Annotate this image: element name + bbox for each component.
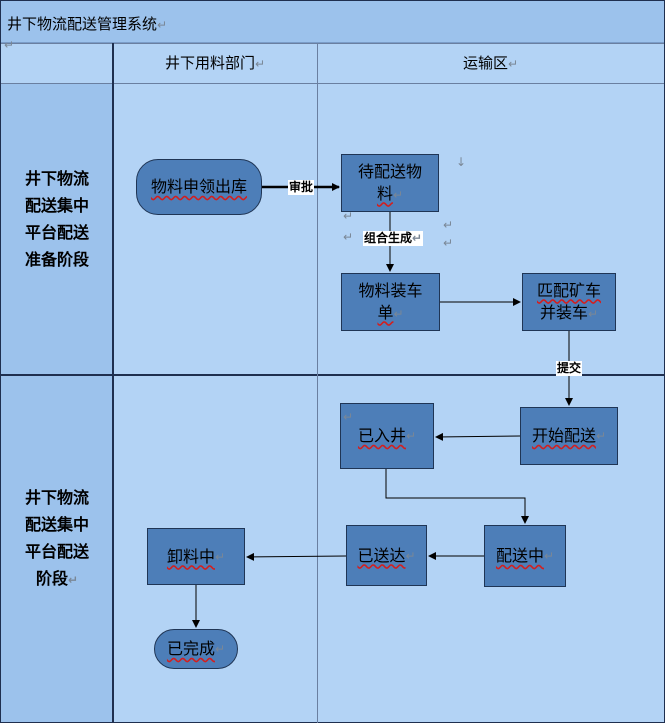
node-material-apply: 物料申领出库 — [136, 159, 262, 215]
node-match-cart: 匹配矿车 并装车↵ — [522, 273, 616, 331]
node-loading-list: 物料装车 单↵ — [341, 273, 440, 331]
phase-delivery-cell — [1, 376, 113, 722]
connector-inwell-to-delivering — [385, 469, 529, 524]
phase-delivery-line-1: 井下物流 — [24, 488, 89, 507]
paragraph-mark-icon: ↵ — [343, 230, 354, 244]
paragraph-mark-icon: ↵ — [67, 573, 79, 587]
node-loading-line-1: 物料装车 — [358, 280, 423, 300]
node-pending-materials: 待配送物 料↵ — [341, 154, 439, 212]
paragraph-mark-icon: ↵ — [543, 549, 555, 563]
phase-prep-line-3: 平台配送 — [24, 223, 89, 242]
node-material-apply-label: 物料申领出库 — [150, 177, 247, 196]
title-divider — [1, 43, 664, 44]
node-delivered: 已送达↵ — [346, 525, 427, 586]
phase-delivery-line-4-text: 阶段 — [35, 569, 68, 588]
connector-start-to-inwell — [435, 432, 521, 441]
phase-delivery-line-2: 配送集中 — [24, 515, 89, 534]
paragraph-mark-icon: ↵ — [4, 38, 15, 52]
node-match-line-2-text: 并装车 — [539, 302, 588, 322]
lane-dept-prep — [113, 83, 317, 374]
node-pending-line-1: 待配送物 — [357, 161, 422, 181]
paragraph-mark-icon: ↵ — [343, 410, 354, 424]
node-loading-line-2-text: 单 — [377, 302, 394, 322]
edge-label-approve: 审批 — [288, 180, 315, 195]
paragraph-mark-icon: ↵ — [412, 231, 423, 245]
phase-prep-cell — [1, 83, 113, 374]
node-unloading: 卸料中↵ — [147, 528, 245, 585]
header-corner-cell — [1, 43, 113, 83]
paragraph-mark-icon: ↵ — [405, 429, 417, 443]
edge-label-combine-text: 组合生成 — [364, 231, 413, 245]
header-divider — [1, 83, 664, 84]
node-start-delivery-label: 开始配送 — [531, 426, 596, 445]
node-in-well: ↵ 已入井↵ — [340, 403, 434, 469]
node-completed: 已完成↵ — [154, 629, 238, 669]
connector-delivered-to-unloading — [246, 552, 347, 561]
node-delivered-label: 已送达 — [357, 545, 406, 565]
node-completed-label: 已完成 — [166, 639, 215, 658]
paragraph-mark-icon: ↵ — [392, 187, 404, 202]
edge-label-combine: 组合生成↵ — [363, 231, 424, 246]
lane-divider — [317, 43, 318, 723]
phase-prep-line-2: 配送集中 — [24, 196, 89, 215]
phase-prep-line-4: 准备阶段 — [24, 250, 89, 269]
paragraph-mark-icon: ↵ — [343, 209, 354, 223]
phase-divider — [1, 374, 664, 376]
node-unloading-label: 卸料中 — [166, 546, 215, 566]
paragraph-mark-icon: ↵ — [214, 549, 226, 564]
node-match-line-2: 并装车↵ — [540, 302, 598, 325]
paragraph-mark-icon: ↵ — [507, 57, 519, 71]
node-start-delivery: 开始配送↵ — [520, 407, 618, 465]
down-arrow-mark-icon: ↓ — [456, 155, 467, 169]
paragraph-mark-icon: ↵ — [393, 306, 404, 321]
edge-label-submit: 提交 — [556, 361, 583, 376]
node-pending-line-2-text: 料 — [376, 183, 393, 203]
paragraph-mark-icon: ↵ — [254, 57, 266, 71]
node-match-line-1: 匹配矿车 — [536, 280, 601, 300]
phase-delivery-line-4: 阶段↵ — [4, 565, 110, 594]
diagram-title: 井下物流配送管理系统↵ — [1, 1, 664, 43]
phase-prep-label: 井下物流 配送集中 平台配送 准备阶段 — [4, 165, 110, 273]
edge-label-submit-text: 提交 — [557, 361, 582, 375]
phase-delivery-label: 井下物流 配送集中 平台配送 阶段↵ — [4, 484, 110, 594]
paragraph-mark-icon: ↵ — [443, 236, 454, 250]
paragraph-mark-icon: ↵ — [587, 306, 599, 321]
node-delivering-label: 配送中 — [495, 546, 544, 565]
diagram-title-text: 井下物流配送管理系统 — [7, 15, 158, 33]
paragraph-mark-icon: ↵ — [443, 218, 454, 232]
paragraph-mark-icon: ↵ — [214, 642, 226, 656]
phase-column-divider — [112, 43, 114, 723]
lane-header-dept: 井下用料部门↵ — [113, 43, 317, 83]
paragraph-mark-icon: ↵ — [595, 429, 607, 443]
paragraph-mark-icon: ↵ — [405, 548, 416, 563]
lane-header-dept-label: 井下用料部门 — [164, 54, 255, 72]
node-delivering: 配送中↵ — [484, 525, 566, 587]
lane-header-transport: 运输区↵ — [317, 43, 664, 83]
edge-label-approve-text: 审批 — [289, 180, 314, 194]
paragraph-mark-icon: ↵ — [157, 18, 168, 32]
node-pending-line-2: 料↵ — [377, 183, 403, 206]
phase-prep-line-1: 井下物流 — [24, 169, 89, 188]
node-in-well-label: 已入井 — [357, 426, 406, 445]
lane-header-transport-label: 运输区 — [462, 54, 508, 72]
phase-delivery-line-3: 平台配送 — [24, 542, 89, 561]
node-loading-line-2: 单↵ — [377, 302, 403, 325]
